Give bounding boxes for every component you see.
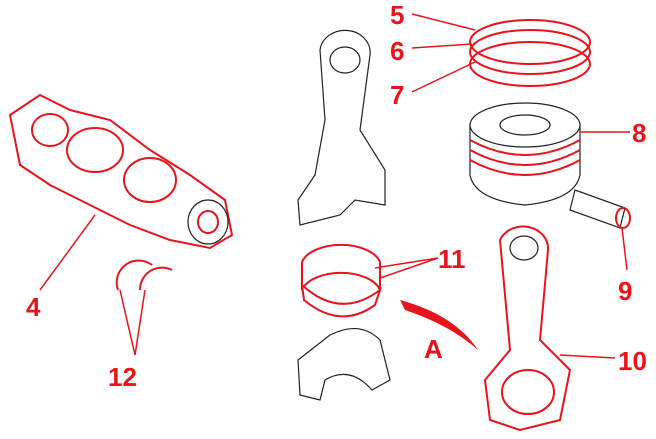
rod-cap [297, 328, 391, 401]
leader-lines [39, 13, 630, 359]
piston-pin [569, 189, 631, 229]
label-piston-pin: 9 [618, 276, 632, 306]
label-ring-top: 5 [390, 0, 404, 30]
label-view-a: A [424, 334, 443, 364]
crankshaft [8, 93, 234, 250]
label-ring-second: 6 [390, 36, 404, 66]
bearing-shells [300, 243, 382, 318]
label-connecting-rod: 10 [618, 346, 647, 376]
label-rod-bearing: 11 [438, 244, 466, 274]
piston-rings [469, 19, 591, 87]
label-crankshaft: 4 [26, 292, 41, 322]
connecting-rod-upper [297, 29, 386, 226]
thrust-washers [115, 259, 173, 291]
label-piston: 8 [632, 118, 646, 148]
label-thrust-washers: 12 [108, 362, 137, 392]
view-arrow [400, 300, 478, 350]
piston [469, 102, 581, 206]
label-ring-oil: 7 [390, 80, 404, 110]
connecting-rod-lower [483, 225, 572, 432]
